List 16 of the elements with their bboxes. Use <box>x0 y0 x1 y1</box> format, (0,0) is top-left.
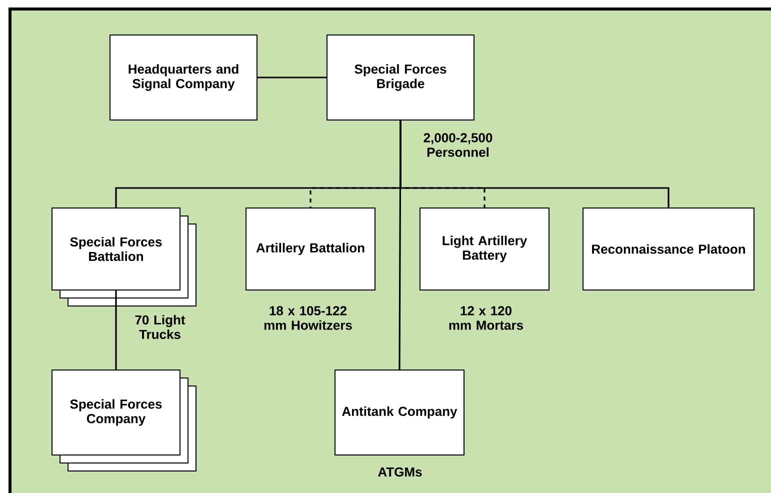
connector-line <box>115 290 117 370</box>
annotation-label: 70 Light Trucks <box>135 314 186 340</box>
stacked-box: Special Forces Battalion <box>52 208 196 306</box>
org-box: Reconnaissance Platoon <box>582 208 754 290</box>
annotation-label: 12 x 120 mm Mortars <box>449 306 524 330</box>
annotation-label: 2,000-2,500 Personnel <box>424 133 492 157</box>
org-box: Antitank Company <box>334 370 464 456</box>
annotation-label: ATGMs <box>378 467 422 477</box>
org-box: Light Artillery Battery <box>420 208 550 290</box>
stacked-box: Special Forces Company <box>52 370 196 472</box>
org-box: Headquarters and Signal Company <box>110 34 258 120</box>
connector-line <box>258 76 326 78</box>
connector-line <box>398 120 402 370</box>
org-box: Artillery Battalion <box>246 208 376 290</box>
annotation-label: 18 x 105-122 mm Howitzers <box>264 306 352 330</box>
org-box: Special Forces Brigade <box>326 34 474 120</box>
